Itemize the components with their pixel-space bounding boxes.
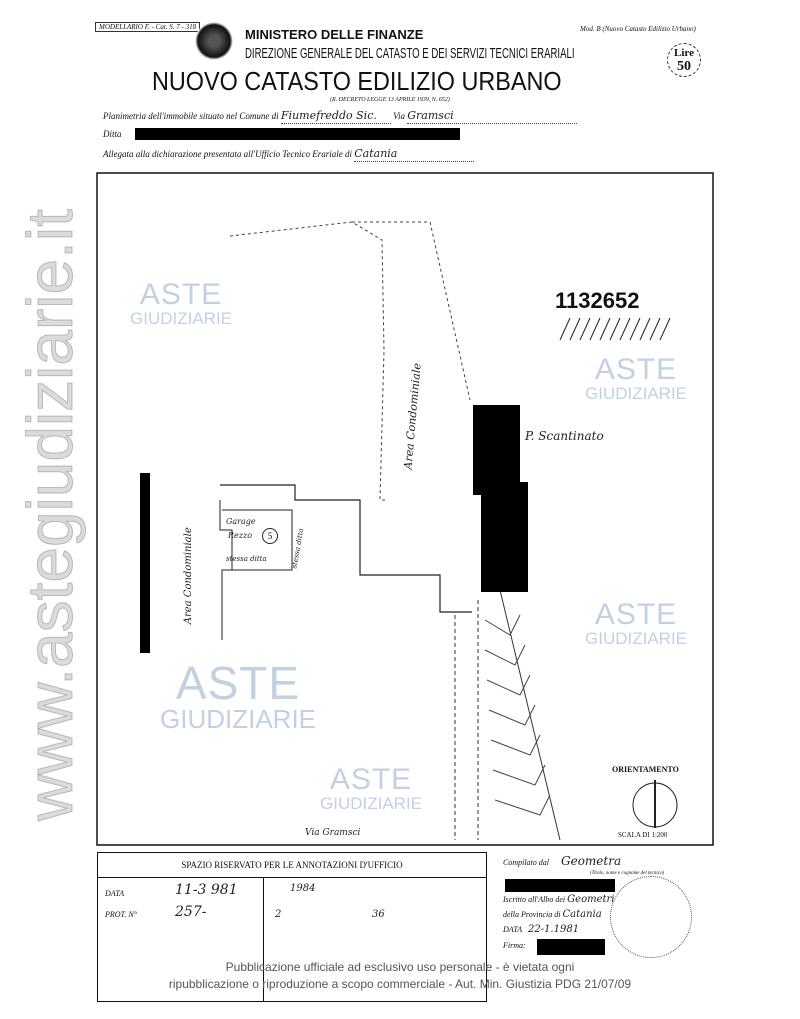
area-label: Area Condominiale [182, 527, 194, 625]
compilato-row: Compilato dal Geometra [503, 855, 621, 867]
planimetria-row: Planimetria dell'immobile situato nel Co… [103, 109, 578, 124]
redacted-name [505, 879, 615, 892]
scantinato-label: P. Scantinato [525, 429, 604, 443]
stamp-badge: Lire 50 [667, 43, 701, 77]
compiler-date-row: DATA 22-1.1981 [503, 925, 579, 935]
watermark-site: www.astegiudiziarie.it [14, 209, 87, 822]
subtitle: (R. DECRETO LEGGE 13 APRILE 1939, N. 652… [330, 97, 450, 103]
boundary-line [352, 221, 471, 401]
compiler-date-value: 22-1.1981 [527, 924, 580, 935]
office-prot-label: PROT. N° [105, 910, 137, 919]
redacted-block [481, 482, 528, 592]
garage-room [222, 509, 293, 571]
via-label: Via [393, 111, 406, 121]
office-note: 1984 [290, 883, 316, 894]
compiler-date-label: DATA [503, 925, 522, 934]
direction-name: DIREZIONE GENERALE DEL CATASTO E DEI SER… [245, 45, 575, 62]
page-title: NUOVO CATASTO EDILIZIO URBANO [152, 66, 562, 96]
ufficio-value: Catania [354, 147, 475, 162]
redacted-block [140, 473, 150, 653]
stamp-value: 50 [677, 59, 691, 74]
provincia-row: della Provincia di Catania [503, 910, 602, 920]
provincia-value: Catania [562, 909, 602, 920]
street-label: Via Gramsci [305, 828, 361, 838]
iscritto-label: Iscritto all'Albo dei [503, 895, 566, 904]
planimetria-label: Planimetria dell'immobile situato nel Co… [103, 111, 279, 121]
orientation-label: ORIENTAMENTO [612, 765, 679, 774]
emblem-icon [195, 22, 233, 60]
model-ref: Mod. B (Nuovo Catasto Edilizio Urbano) [580, 25, 696, 33]
garage-label: Garage [226, 517, 256, 526]
scale-label: SCALA DI 1:200 [618, 831, 668, 839]
office-annotations-box: SPAZIO RISERVATO PER LE ANNOTAZIONI D'UF… [97, 852, 487, 1002]
stamp-label: Lire [674, 47, 694, 59]
office-prot-value: 257- [175, 904, 207, 920]
redacted-owner [135, 128, 460, 140]
iscritto-row: Iscritto all'Albo dei Geometri [503, 895, 614, 905]
comune-value: Fiumefreddo Sic. [280, 109, 391, 124]
building-outline [220, 484, 472, 613]
ditta-label: Ditta [103, 129, 122, 139]
watermark-notice-1: Pubblicazione ufficiale ad esclusivo uso… [225, 960, 575, 974]
via-value: Gramsci [407, 109, 578, 124]
compilato-hint: (Titolo, nome e cognome del tecnico) [590, 871, 665, 876]
watermark-notice-2: ripubblicazione o riproduzione a scopo c… [168, 977, 632, 991]
boundary-line [229, 221, 386, 501]
allegata-row: Allegata alla dichiarazione presentata a… [103, 147, 475, 162]
plan-border [96, 172, 714, 846]
office-note: 2 [275, 909, 282, 920]
office-title: SPAZIO RISERVATO PER LE ANNOTAZIONI D'UF… [98, 853, 486, 878]
stessa-ditta-label: stessa ditta [226, 555, 267, 563]
garage-outline [219, 500, 233, 640]
garage-sub-label: Rezzo [228, 531, 253, 540]
official-seal [610, 876, 692, 958]
office-divider [263, 878, 264, 1001]
ramp-hatch [484, 614, 551, 816]
office-data-value: 11-3 981 [175, 882, 238, 898]
ministry-name: MINISTERO DELLE FINANZE [245, 27, 424, 42]
office-data-label: DATA [105, 889, 125, 898]
redacted-block [473, 405, 520, 495]
garage-number: 5 [262, 528, 278, 544]
allegata-label: Allegata alla dichiarazione presentata a… [103, 149, 352, 159]
compilato-label: Compilato dal [503, 858, 550, 867]
sheet-number: 1132652 [555, 288, 640, 313]
redacted-signature [537, 939, 605, 955]
office-note: 36 [372, 909, 385, 920]
compilato-value: Geometra [561, 854, 622, 868]
sheet-hatch [559, 317, 671, 341]
provincia-label: della Provincia di [503, 910, 561, 919]
firma-label: Firma: [503, 941, 526, 950]
iscritto-value: Geometri [567, 894, 615, 905]
